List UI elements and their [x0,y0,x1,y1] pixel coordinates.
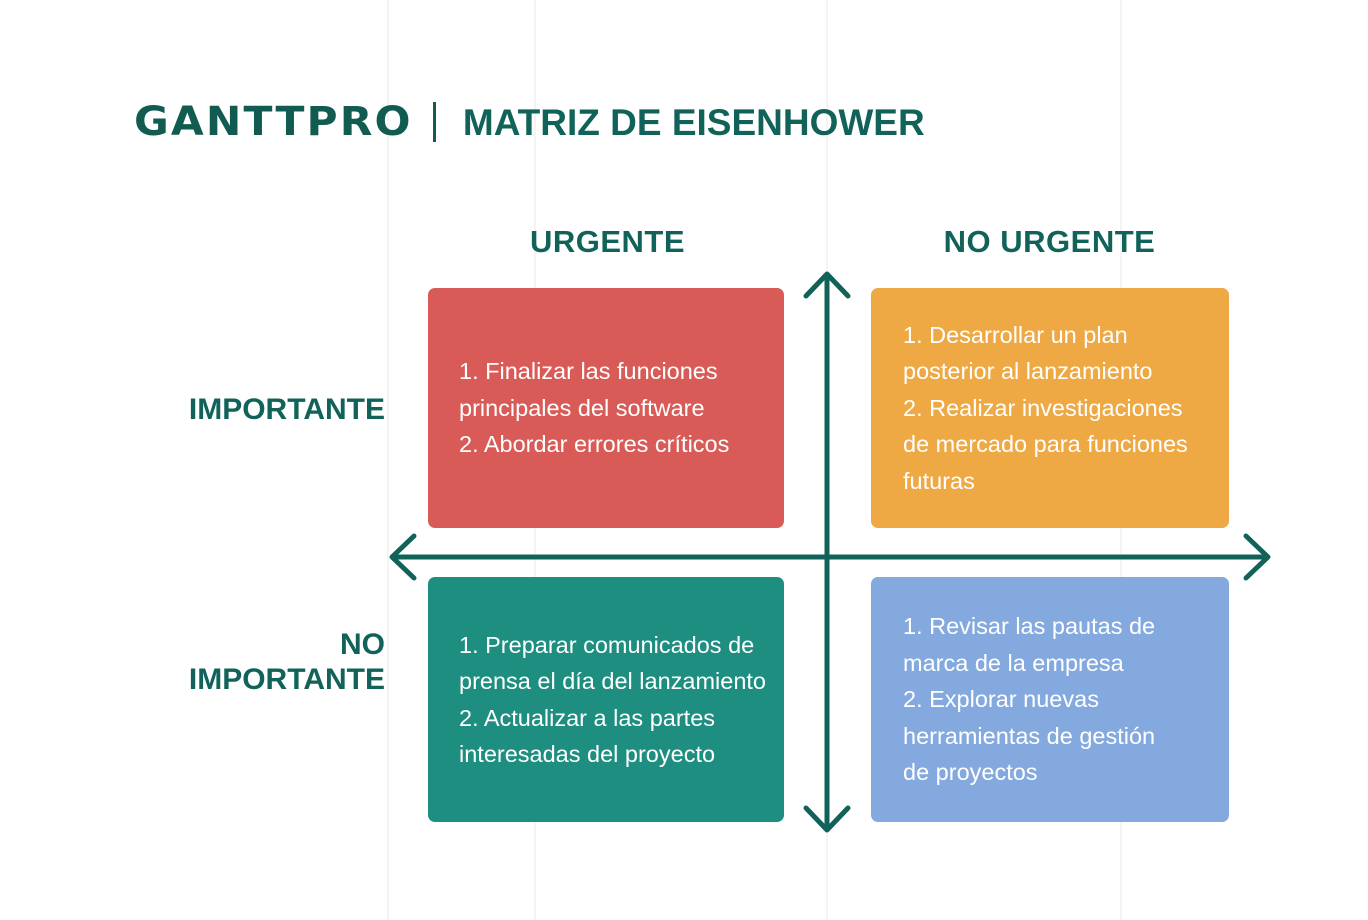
ganttpro-logo: GANTTPRO [134,99,413,145]
background-guide-line [387,0,389,920]
horizontal-axis-arrow-icon [389,533,1271,581]
column-header-urgente: URGENTE [529,224,686,259]
quadrant-not-important-urgent[interactable]: 1. Preparar comunicados de prensa el día… [428,577,784,822]
quadrant-text: 1. Desarrollar un plan posterior al lanz… [903,321,1188,494]
quadrant-important-urgent[interactable]: 1. Finalizar las funciones principales d… [428,288,784,528]
page-title: MATRIZ DE EISENHOWER [462,101,925,143]
header-divider-icon [432,102,436,142]
quadrant-not-important-not-urgent[interactable]: 1. Revisar las pautas de marca de la emp… [871,577,1229,822]
quadrant-text: 1. Preparar comunicados de prensa el día… [459,631,767,767]
quadrant-important-not-urgent[interactable]: 1. Desarrollar un plan posterior al lanz… [871,288,1229,528]
quadrant-text: 1. Finalizar las funciones principales d… [459,358,730,458]
row-label-no-importante: NO IMPORTANTE [188,628,385,697]
header: GANTTPRO MATRIZ DE EISENHOWER [134,97,925,147]
quadrant-text: 1. Revisar las pautas de marca de la emp… [903,613,1156,786]
column-header-no-urgente: NO URGENTE [943,224,1156,259]
row-label-importante: IMPORTANTE [188,393,385,426]
